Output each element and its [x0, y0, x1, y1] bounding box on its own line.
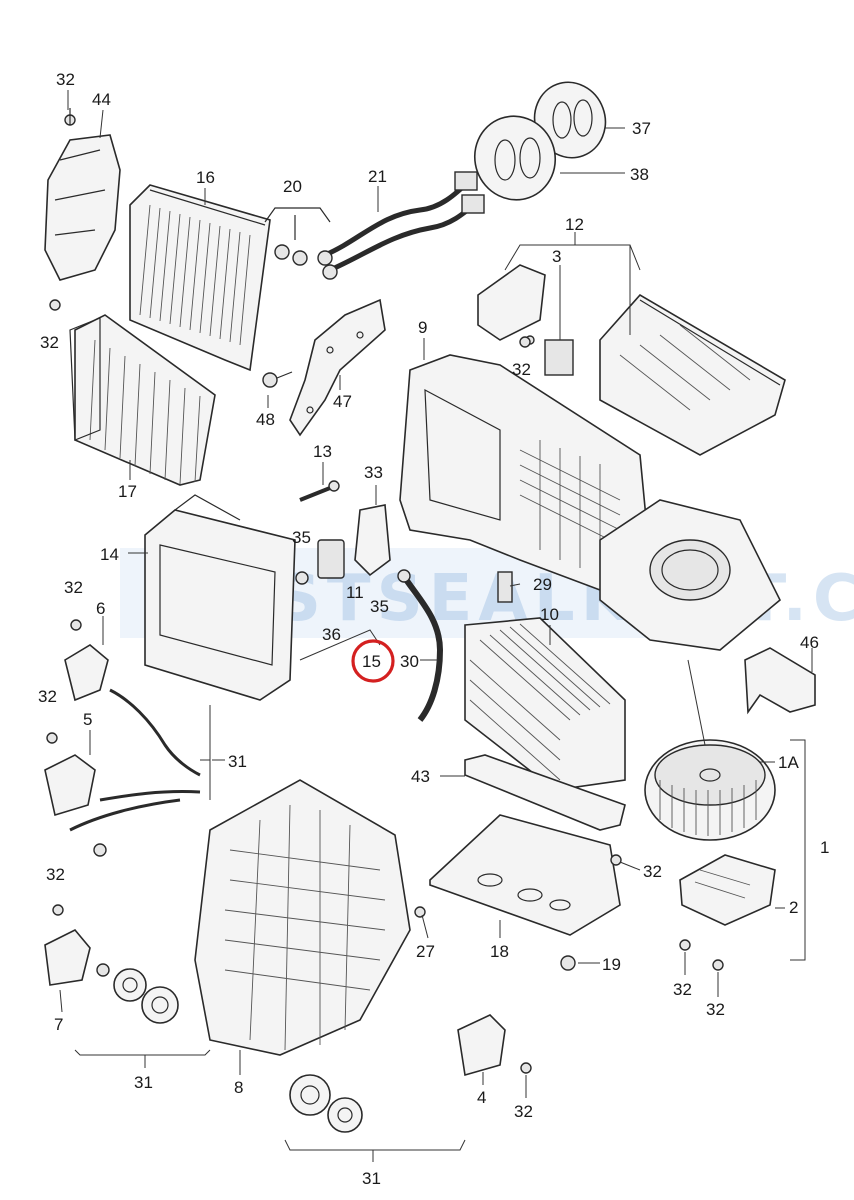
- blower-volute: [599, 499, 781, 651]
- group-brackets: [74, 232, 806, 1162]
- part-5-lever: [44, 754, 96, 817]
- callout-32: 32: [46, 865, 65, 884]
- callout-6: 6: [96, 599, 105, 618]
- callout-8: 8: [234, 1078, 243, 1097]
- callout-7: 7: [54, 1015, 63, 1034]
- callout-32: 32: [40, 333, 59, 352]
- callout-44: 44: [92, 90, 111, 109]
- callout-32: 32: [56, 70, 75, 89]
- callout-37: 37: [632, 119, 651, 138]
- part-12-air-distribution-housing: [599, 293, 786, 456]
- part-18-tray: [429, 814, 621, 936]
- callout-31: 31: [134, 1073, 153, 1092]
- part-2-resistor: [679, 854, 776, 926]
- callout-labels: 32 44 16 20 21 37 38 12 3 32 48 47 9 32 …: [38, 70, 829, 1188]
- callout-32: 32: [512, 360, 531, 379]
- callout-21: 21: [368, 167, 387, 186]
- part-29-fitting: [497, 571, 513, 603]
- part-6-lever: [64, 644, 109, 702]
- screws: [46, 299, 724, 1074]
- part-13-screw: [299, 480, 340, 502]
- callout-32: 32: [706, 1000, 725, 1019]
- part-46-bracket: [744, 647, 816, 715]
- callout-46: 46: [800, 633, 819, 652]
- part-43-seal-strip: [464, 754, 626, 831]
- callout-35: 35: [292, 528, 311, 547]
- callout-11: 11: [346, 583, 364, 602]
- part-44-bracket: [44, 108, 121, 281]
- callout-31: 31: [228, 752, 247, 771]
- callout-33: 33: [364, 463, 383, 482]
- part-33-damper: [354, 504, 391, 577]
- callout-32: 32: [64, 578, 83, 597]
- part-37-38-gaskets: [473, 81, 607, 201]
- callout-16: 16: [196, 168, 215, 187]
- part-9-housing: [399, 354, 651, 591]
- callout-19: 19: [602, 955, 621, 974]
- callout-13: 13: [313, 442, 332, 461]
- callout-1A: 1A: [778, 753, 799, 772]
- part-1A-blower-fan: [644, 739, 776, 841]
- callout-12: 12: [565, 215, 584, 234]
- part-30-drain-hose: [397, 569, 444, 722]
- gears: [96, 963, 363, 1133]
- part-47-bracket: [289, 298, 386, 437]
- callout-14: 14: [100, 545, 119, 564]
- callout-5: 5: [83, 710, 92, 729]
- callout-43: 43: [411, 767, 430, 786]
- callout-47: 47: [333, 392, 352, 411]
- part-10-cabin-filter: [464, 617, 626, 791]
- callout-32: 32: [514, 1102, 533, 1121]
- callout-1: 1: [820, 838, 829, 857]
- part-14-filter-frame: [144, 494, 296, 701]
- callout-4: 4: [477, 1088, 486, 1107]
- highlight-circle: [351, 639, 395, 683]
- callout-10: 10: [540, 605, 559, 624]
- callout-2: 2: [789, 898, 798, 917]
- part-4-actuator: [457, 1014, 506, 1077]
- callout-18: 18: [490, 942, 509, 961]
- part-11-expansion-valve: [295, 539, 345, 585]
- part-21-pipe: [317, 171, 485, 280]
- callout-32: 32: [673, 980, 692, 999]
- callout-15: 15: [362, 652, 381, 671]
- callout-17: 17: [118, 482, 137, 501]
- callout-27: 27: [416, 942, 435, 961]
- callout-20: 20: [283, 177, 302, 196]
- part-3-actuator: [477, 264, 574, 376]
- part-7-lever: [44, 929, 91, 986]
- callout-31: 31: [362, 1169, 381, 1188]
- callout-29: 29: [533, 575, 552, 594]
- part-48-screw: [262, 371, 293, 388]
- callout-9: 9: [418, 318, 427, 337]
- part-16-heater-core: [129, 184, 271, 372]
- leader-lines: [59, 90, 813, 1098]
- callout-38: 38: [630, 165, 649, 184]
- callout-48: 48: [256, 410, 275, 429]
- linkage-rods: [69, 688, 201, 857]
- callout-32: 32: [38, 687, 57, 706]
- part-17-evaporator: [69, 314, 216, 486]
- callout-3: 3: [552, 247, 561, 266]
- callout-30: 30: [400, 652, 419, 671]
- callout-32: 32: [643, 862, 662, 881]
- part-20-clips: [264, 207, 331, 266]
- callout-36: 36: [322, 625, 341, 644]
- callout-35: 35: [370, 597, 389, 616]
- part-8-lower-housing: [194, 779, 411, 1056]
